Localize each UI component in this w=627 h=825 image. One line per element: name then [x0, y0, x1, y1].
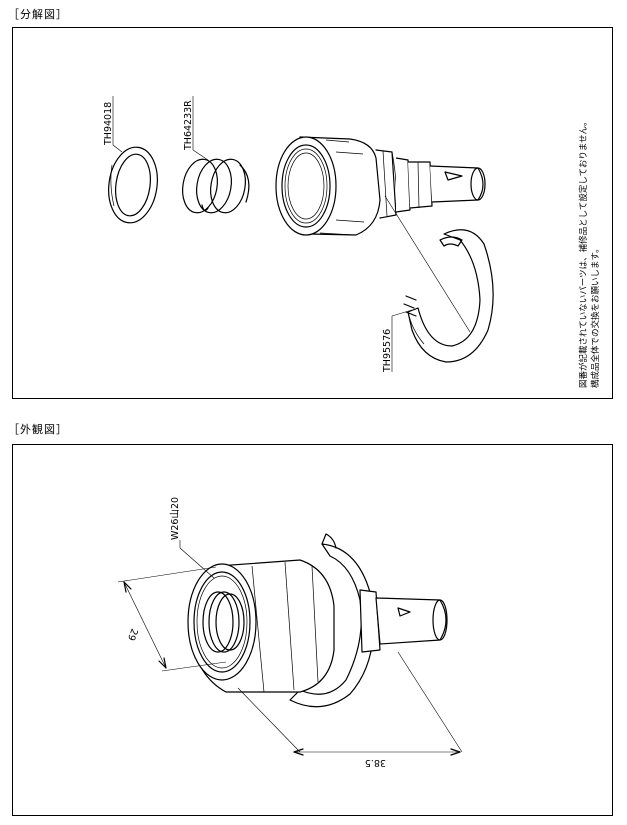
width-dimension: 29 — [125, 627, 139, 642]
clip-part — [403, 229, 494, 363]
note-line-2: 構成品全体での交換をお願いします。 — [590, 244, 601, 388]
exterior-view-panel — [12, 444, 613, 816]
clip-leader — [384, 195, 471, 333]
width-dimension-lines — [117, 566, 227, 672]
washer-part-number: TH94018 — [103, 102, 114, 146]
exploded-view-panel — [12, 27, 613, 399]
thread-dimension: W26山20 — [170, 497, 181, 540]
assembled-nut — [187, 559, 335, 693]
nut-part — [275, 136, 486, 236]
length-dimension-lines — [237, 651, 463, 756]
clip-part-number: TH95576 — [382, 329, 393, 373]
spring-part — [182, 158, 250, 214]
spring-part-number: TH64233R — [183, 100, 194, 151]
note-line-1: 図番が記載されていないパーツは、補修品として設定しておりません。 — [578, 117, 589, 388]
length-dimension: 38.5 — [365, 757, 386, 768]
exploded-view-heading: ［分解図］ — [8, 8, 68, 21]
washer-part — [108, 146, 158, 224]
assembled-stem — [359, 589, 448, 653]
exterior-view-heading: ［外観図］ — [8, 423, 68, 436]
